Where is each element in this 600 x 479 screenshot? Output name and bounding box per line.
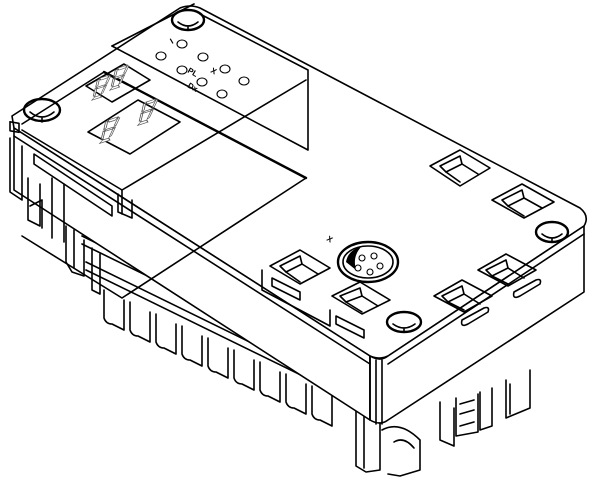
led-pl: [197, 52, 209, 62]
m12-connector: X: [325, 234, 400, 284]
mounting-hole-front: [385, 310, 423, 334]
display-cover: [21, 3, 309, 299]
side-face: [369, 225, 585, 424]
socket-front-3: [433, 279, 493, 313]
led-x: [219, 64, 231, 74]
led-i: [176, 39, 188, 49]
seven-segment-display-upper: [85, 63, 151, 103]
mounting-hole-right: [534, 220, 570, 244]
left-end-frame: [9, 120, 133, 243]
seven-segment-display-lower: [87, 98, 181, 155]
led-dx: [196, 77, 208, 87]
socket-right-1: [429, 149, 491, 187]
socket-front-2: [331, 281, 391, 315]
connector-label: X: [325, 234, 335, 245]
led-1: [155, 51, 167, 61]
led-label-x: X: [209, 66, 219, 77]
side-slots: [271, 277, 542, 339]
mounting-hole-top: [170, 8, 206, 32]
right-feet: [439, 369, 531, 447]
pin-2: [370, 252, 378, 260]
socket-right-2: [491, 183, 555, 219]
pin-3: [376, 262, 384, 270]
socket-front-1: [269, 249, 331, 285]
led-3: [238, 76, 250, 86]
led-2: [176, 65, 188, 75]
mounting-hole-left: [22, 97, 62, 123]
pin-1: [358, 254, 366, 262]
led-4: [216, 89, 228, 99]
pin-4: [366, 268, 374, 276]
led-label-i: I: [169, 37, 175, 46]
led-label-pl: PL: [186, 66, 199, 79]
socket-front-4: [477, 253, 537, 287]
status-led-panel: I PL X Dx: [155, 37, 250, 99]
pin-5: [354, 264, 362, 272]
